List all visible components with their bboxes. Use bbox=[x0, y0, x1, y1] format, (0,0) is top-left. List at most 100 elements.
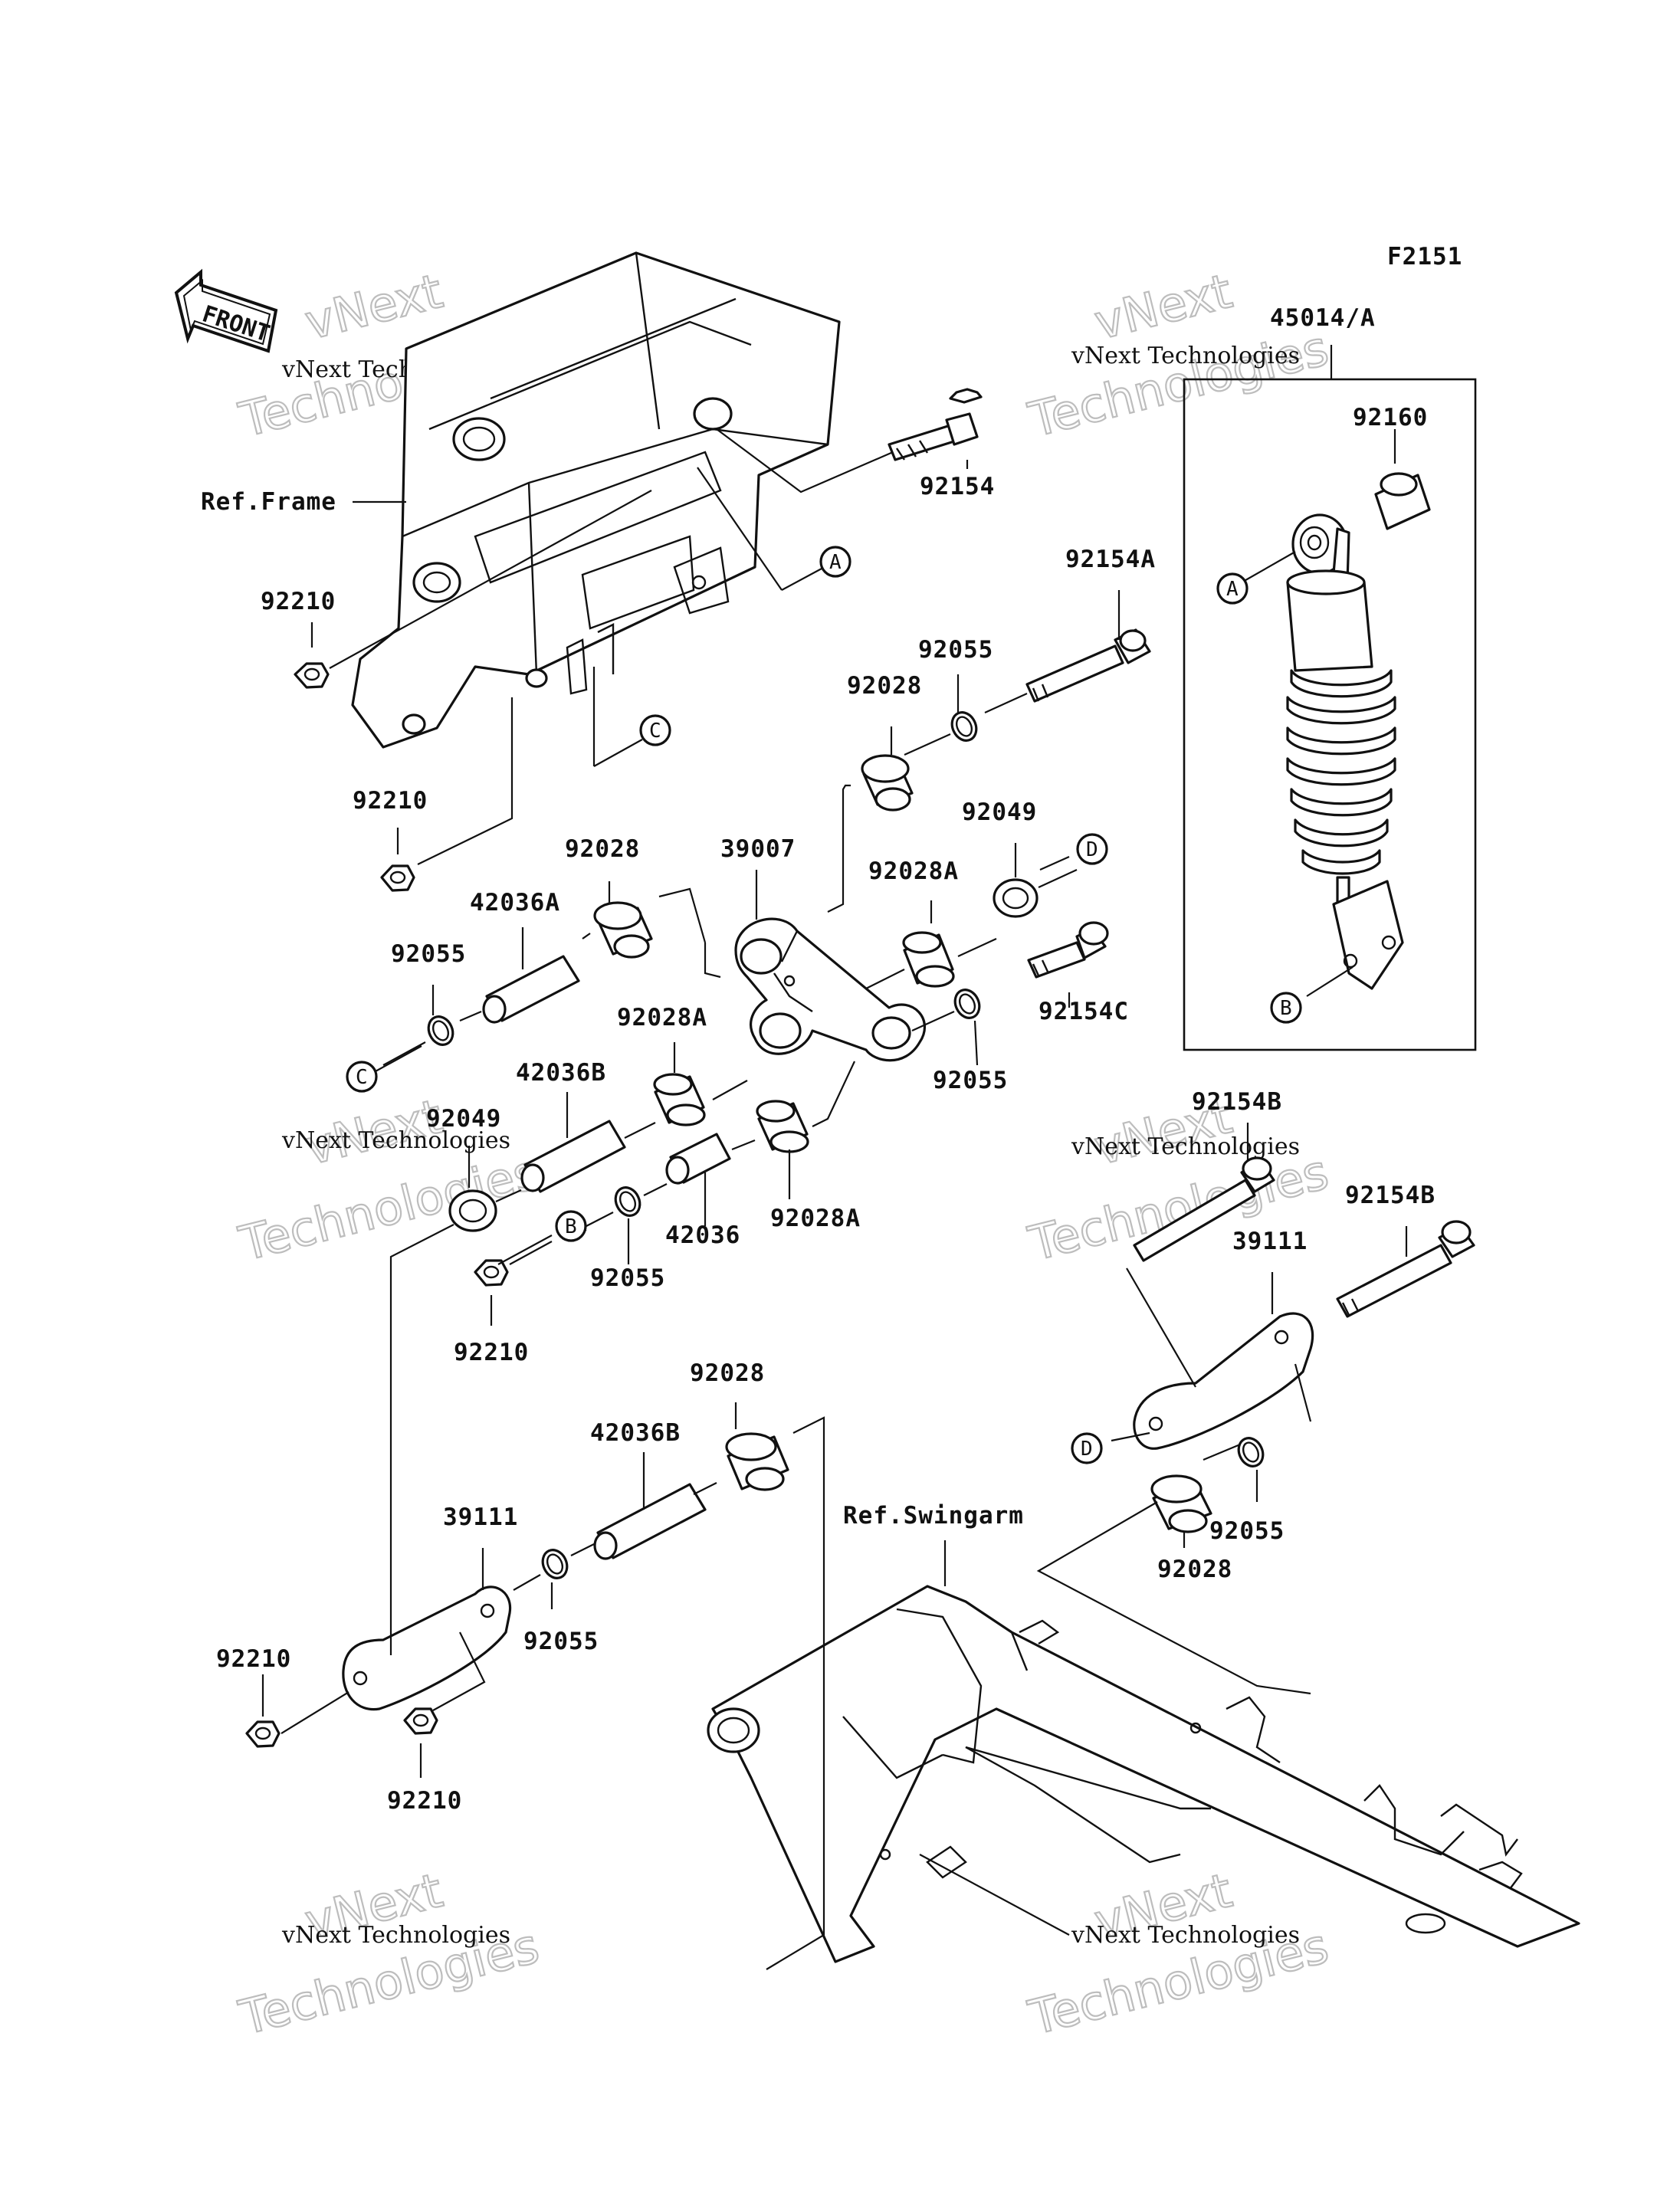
swingarm-drawing bbox=[707, 1585, 1580, 1963]
part-92154-bolt bbox=[888, 388, 983, 461]
callout-B-middle: B bbox=[555, 1210, 587, 1242]
label-92055-rocker: 92055 bbox=[933, 1067, 1008, 1094]
part-92154B-bolt-upper bbox=[1133, 1156, 1275, 1262]
part-92049-washer-upper bbox=[993, 878, 1039, 918]
svg-text:C: C bbox=[649, 720, 661, 743]
leader-lines bbox=[261, 345, 1408, 1970]
svg-text:B: B bbox=[1280, 997, 1292, 1020]
part-92055-oring-6 bbox=[1237, 1437, 1265, 1467]
label-92055-right: 92055 bbox=[1209, 1517, 1285, 1545]
front-arrow-icon: FRONT bbox=[174, 268, 278, 353]
part-92055-oring-1 bbox=[950, 711, 978, 742]
part-92028-collar-lower bbox=[725, 1432, 789, 1491]
label-92055-middle: 92055 bbox=[590, 1264, 665, 1292]
svg-text:Technologies: Technologies bbox=[1023, 320, 1334, 448]
part-92154B-bolt-lower bbox=[1336, 1220, 1475, 1318]
part-39111-tie-rod-left bbox=[342, 1585, 512, 1711]
part-92049-washer-left bbox=[448, 1189, 497, 1232]
label-42036A: 42036A bbox=[470, 889, 560, 917]
svg-text:vNext Technologies: vNext Technologies bbox=[1071, 1922, 1300, 1949]
label-92154B-upper: 92154B bbox=[1192, 1088, 1282, 1116]
part-92210-nut-1 bbox=[294, 662, 330, 689]
part-92210-nut-3 bbox=[474, 1259, 509, 1287]
part-92210-nut-4 bbox=[245, 1720, 281, 1748]
label-39007: 39007 bbox=[720, 835, 796, 863]
label-92055-lower: 92055 bbox=[523, 1628, 599, 1655]
part-42036-sleeve bbox=[665, 1133, 731, 1185]
svg-text:D: D bbox=[1086, 838, 1098, 861]
frame-drawing bbox=[351, 251, 841, 749]
part-39007-rocker-arm bbox=[734, 917, 926, 1062]
part-42036B-sleeve-middle bbox=[520, 1120, 626, 1193]
figure-code: F2151 bbox=[1387, 243, 1462, 271]
part-92028A-collar-right bbox=[756, 1100, 809, 1153]
svg-text:vNext Technologies: vNext Technologies bbox=[281, 1127, 510, 1154]
svg-text:vNext Technologies: vNext Technologies bbox=[1071, 343, 1300, 369]
label-92160: 92160 bbox=[1353, 404, 1428, 431]
label-92210-fifth: 92210 bbox=[387, 1787, 462, 1815]
label-92028-upper: 92028 bbox=[847, 672, 922, 700]
label-92210-fourth: 92210 bbox=[216, 1645, 291, 1673]
svg-text:Technologies: Technologies bbox=[234, 1143, 544, 1271]
label-92210-third: 92210 bbox=[454, 1339, 529, 1366]
svg-text:vNext: vNext bbox=[1089, 263, 1237, 351]
watermark-bottom-left: vNext Technologies vNext Technologies bbox=[233, 1861, 545, 2047]
part-92154A-bolt bbox=[1025, 628, 1151, 703]
part-92154C-bolt bbox=[1027, 921, 1109, 979]
label-92028-right: 92028 bbox=[1157, 1556, 1232, 1583]
svg-text:vNext Technologies: vNext Technologies bbox=[281, 1922, 510, 1949]
label-92028A-upper: 92028A bbox=[868, 857, 959, 885]
label-92154: 92154 bbox=[920, 473, 995, 500]
svg-text:A: A bbox=[829, 551, 842, 574]
part-92028A-collar-upper bbox=[902, 931, 955, 988]
label-42036B-lower: 42036B bbox=[590, 1419, 681, 1447]
label-ref-frame: Ref.Frame bbox=[201, 488, 336, 516]
svg-text:vNext: vNext bbox=[300, 263, 448, 351]
svg-text:B: B bbox=[565, 1215, 577, 1238]
callout-C-frame: C bbox=[639, 714, 671, 746]
part-39111-tie-rod-right bbox=[1133, 1312, 1314, 1450]
part-42036A-sleeve bbox=[482, 955, 580, 1024]
label-92154A: 92154A bbox=[1065, 546, 1156, 573]
callout-D-right: D bbox=[1071, 1432, 1103, 1464]
part-92028A-collar-left bbox=[653, 1073, 706, 1126]
label-42036B-middle: 42036B bbox=[516, 1059, 606, 1087]
part-92028-collar-right bbox=[1150, 1474, 1212, 1533]
svg-text:vNext Technologies: vNext Technologies bbox=[1071, 1133, 1300, 1160]
part-92210-nut-2 bbox=[380, 864, 415, 892]
label-92210-second: 92210 bbox=[353, 787, 428, 815]
label-ref-swingarm: Ref.Swingarm bbox=[843, 1502, 1024, 1530]
part-92055-oring-2 bbox=[427, 1015, 454, 1046]
callout-A-shock: A bbox=[1216, 572, 1249, 605]
shock-absorber-drawing bbox=[1286, 513, 1404, 990]
shock-absorber-group-box bbox=[1183, 378, 1477, 1051]
label-92055-top: 92055 bbox=[918, 636, 993, 664]
callout-C-left: C bbox=[346, 1061, 378, 1093]
part-92028-collar-upper bbox=[861, 754, 914, 812]
part-92055-oring-3 bbox=[953, 989, 981, 1019]
callout-B-shock: B bbox=[1270, 992, 1302, 1024]
label-92154C: 92154C bbox=[1039, 998, 1129, 1025]
callout-A-frame: A bbox=[819, 546, 851, 578]
svg-text:D: D bbox=[1081, 1438, 1093, 1461]
label-92028A-right: 92028A bbox=[770, 1205, 861, 1232]
label-45014A: 45014/A bbox=[1270, 304, 1376, 332]
label-92049-top: 92049 bbox=[962, 798, 1037, 826]
part-92028-collar-left bbox=[593, 901, 653, 959]
label-92049-left: 92049 bbox=[426, 1105, 501, 1133]
label-42036: 42036 bbox=[665, 1221, 740, 1249]
label-92154B-lower: 92154B bbox=[1345, 1182, 1436, 1209]
svg-text:C: C bbox=[356, 1066, 368, 1089]
watermark-bottom-right: vNext Technologies vNext Technologies bbox=[1022, 1861, 1334, 2047]
label-92028-lower: 92028 bbox=[690, 1359, 765, 1387]
watermark-top-right: vNext Technologies vNext Technologies bbox=[1022, 262, 1334, 449]
label-92055-left: 92055 bbox=[391, 940, 466, 968]
part-92210-nut-5 bbox=[403, 1707, 438, 1735]
callout-D-top: D bbox=[1076, 833, 1108, 865]
part-42036B-sleeve-lower bbox=[593, 1483, 707, 1560]
label-92028A-left: 92028A bbox=[617, 1004, 707, 1031]
part-92055-oring-4 bbox=[614, 1186, 641, 1217]
svg-text:A: A bbox=[1226, 578, 1239, 601]
part-92160-bushing bbox=[1374, 472, 1431, 530]
